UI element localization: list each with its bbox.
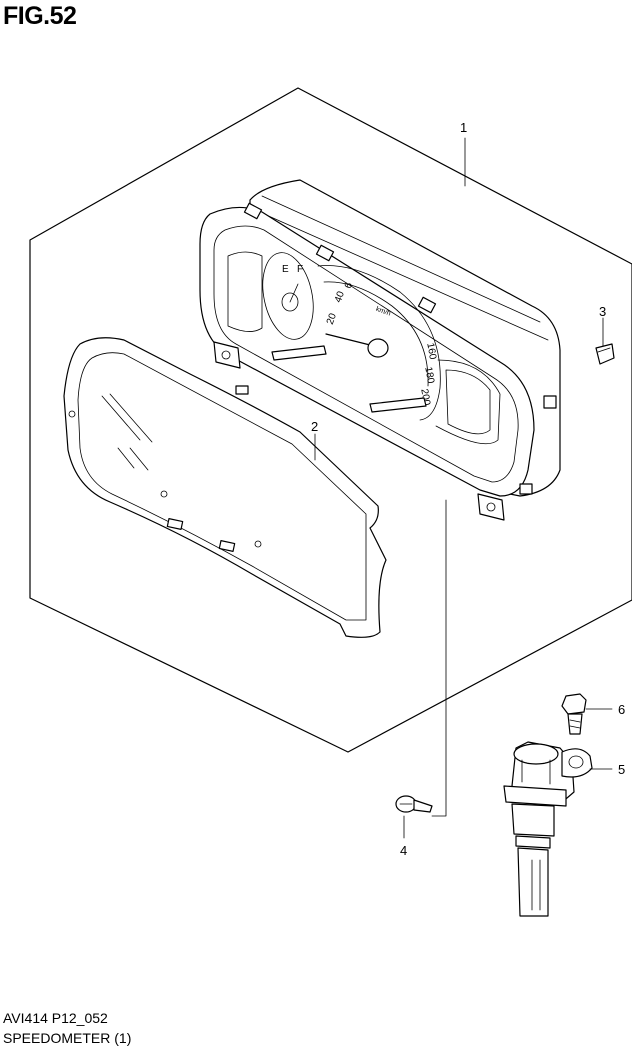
clip-part-3	[595, 343, 615, 365]
speed-sensor-part-5	[503, 741, 593, 917]
callout-4: 4	[400, 843, 407, 858]
speed-160-label: 160	[424, 342, 438, 361]
callout-1: 1	[460, 120, 467, 135]
speed-unit-label: km/h	[375, 306, 392, 318]
bolt-part-6	[561, 693, 587, 735]
leader-lines	[314, 137, 613, 839]
screw-part-4	[395, 795, 433, 813]
callout-2: 2	[311, 419, 318, 434]
drawing-code: AVI414 P12_052	[3, 1010, 108, 1026]
callout-6: 6	[618, 702, 625, 717]
speed-6-label: 6	[343, 281, 355, 290]
callout-3: 3	[599, 304, 606, 319]
callout-5: 5	[618, 762, 625, 777]
speed-20-label: 20	[325, 312, 339, 327]
fuel-empty-label: E	[282, 264, 289, 275]
instrument-cluster-part-1: E F 20 40 6 160 180 200 km/h	[199, 179, 561, 521]
drawing-caption: SPEEDOMETER (1)	[3, 1030, 132, 1046]
assembly-boundary	[29, 87, 632, 753]
figure-title: FIG.52	[3, 2, 77, 30]
speed-40-label: 40	[333, 290, 347, 305]
speed-180-label: 180	[422, 366, 436, 385]
lens-cover-part-2	[63, 337, 387, 638]
fuel-full-label: F	[297, 264, 303, 275]
